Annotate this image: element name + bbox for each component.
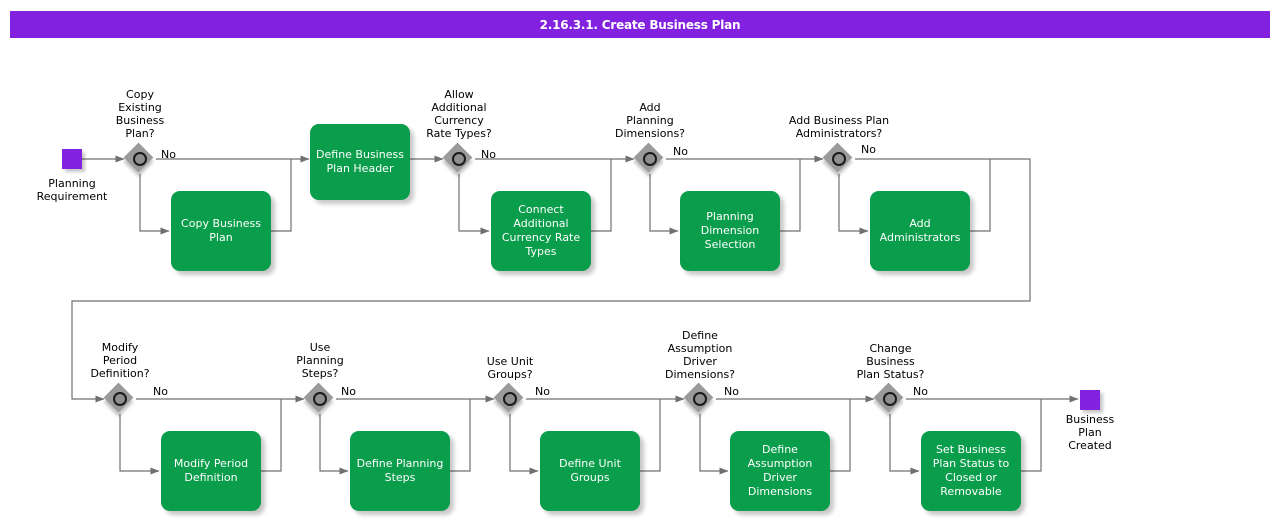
task-label-connect-additional-currency-rate-types: Connect Additional Currency Rate Types xyxy=(501,203,581,258)
task-label-modify-period-definition: Modify Period Definition xyxy=(173,457,249,484)
gateway-circle-icon xyxy=(693,392,707,406)
gateway-label-define-assumption-driver-dimensions: Define Assumption Driver Dimensions? xyxy=(664,329,736,381)
edge-label-change-business-plan-status-no: No xyxy=(913,385,928,398)
gateway-use-planning-steps[interactable] xyxy=(303,382,335,414)
gateway-label-allow-additional-currency-rate-types: Allow Additional Currency Rate Types? xyxy=(426,88,492,140)
end-event-label: Business Plan Created xyxy=(1065,413,1115,452)
gateway-label-change-business-plan-status: Change Business Plan Status? xyxy=(856,342,925,381)
task-label-define-planning-steps: Define Planning Steps xyxy=(356,457,444,484)
gateway-label-use-planning-steps: Use Planning Steps? xyxy=(296,341,344,380)
gateway-circle-icon xyxy=(313,392,327,406)
task-define-business-plan-header[interactable]: Define Business Plan Header xyxy=(310,124,410,200)
task-label-define-business-plan-header: Define Business Plan Header xyxy=(316,148,404,175)
gateway-allow-additional-currency-rate-types[interactable] xyxy=(442,142,474,174)
page-title: 2.16.3.1. Create Business Plan xyxy=(539,17,741,32)
gateway-label-add-planning-dimensions: Add Planning Dimensions? xyxy=(614,101,686,140)
edge-label-copy-existing-business-plan-no: No xyxy=(161,148,176,161)
edge-label-add-business-plan-administrators-no: No xyxy=(861,143,876,156)
gateway-label-modify-period-definition: Modify Period Definition? xyxy=(90,341,150,380)
end-event-business-plan-created[interactable] xyxy=(1080,390,1100,410)
gateway-circle-icon xyxy=(452,152,466,166)
diagram-title-bar: 2.16.3.1. Create Business Plan xyxy=(10,11,1270,38)
edge-label-use-planning-steps-no: No xyxy=(341,385,356,398)
task-modify-period-definition[interactable]: Modify Period Definition xyxy=(161,431,261,511)
edge-label-add-planning-dimensions-no: No xyxy=(673,145,688,158)
task-define-planning-steps[interactable]: Define Planning Steps xyxy=(350,431,450,511)
gateway-circle-icon xyxy=(133,152,147,166)
task-define-unit-groups[interactable]: Define Unit Groups xyxy=(540,431,640,511)
task-label-copy-business-plan: Copy Business Plan xyxy=(181,217,261,244)
task-label-define-assumption-driver-dimensions: Define Assumption Driver Dimensions xyxy=(747,443,813,498)
edge-label-allow-additional-currency-rate-types-no: No xyxy=(481,148,496,161)
gateway-add-planning-dimensions[interactable] xyxy=(633,142,665,174)
gateway-add-business-plan-administrators[interactable] xyxy=(822,142,854,174)
gateway-label-copy-existing-business-plan: Copy Existing Business Plan? xyxy=(115,88,165,140)
gateway-define-assumption-driver-dimensions[interactable] xyxy=(683,382,715,414)
gateway-use-unit-groups[interactable] xyxy=(493,382,525,414)
gateway-circle-icon xyxy=(832,152,846,166)
gateway-copy-existing-business-plan[interactable] xyxy=(123,142,155,174)
start-event-label: Planning Requirement xyxy=(36,177,108,203)
task-label-define-unit-groups: Define Unit Groups xyxy=(559,457,621,484)
edge-label-modify-period-definition-no: No xyxy=(153,385,168,398)
gateway-label-use-unit-groups: Use Unit Groups? xyxy=(486,355,534,381)
gateway-change-business-plan-status[interactable] xyxy=(873,382,905,414)
task-copy-business-plan[interactable]: Copy Business Plan xyxy=(171,191,271,271)
task-define-assumption-driver-dimensions[interactable]: Define Assumption Driver Dimensions xyxy=(730,431,830,511)
gateway-label-add-business-plan-administrators: Add Business Plan Administrators? xyxy=(788,114,890,140)
task-planning-dimension-selection[interactable]: Planning Dimension Selection xyxy=(680,191,780,271)
start-event-planning-requirement[interactable] xyxy=(62,149,82,169)
task-connect-additional-currency-rate-types[interactable]: Connect Additional Currency Rate Types xyxy=(491,191,591,271)
task-label-set-business-plan-status: Set Business Plan Status to Closed or Re… xyxy=(932,443,1010,498)
gateway-circle-icon xyxy=(643,152,657,166)
task-label-planning-dimension-selection: Planning Dimension Selection xyxy=(700,210,760,251)
edge-label-use-unit-groups-no: No xyxy=(535,385,550,398)
gateway-circle-icon xyxy=(113,392,127,406)
gateway-modify-period-definition[interactable] xyxy=(103,382,135,414)
gateway-circle-icon xyxy=(503,392,517,406)
task-set-business-plan-status[interactable]: Set Business Plan Status to Closed or Re… xyxy=(921,431,1021,511)
edge-label-define-assumption-driver-dimensions-no: No xyxy=(724,385,739,398)
task-add-administrators[interactable]: Add Administrators xyxy=(870,191,970,271)
gateway-circle-icon xyxy=(883,392,897,406)
task-label-add-administrators: Add Administrators xyxy=(879,217,961,244)
